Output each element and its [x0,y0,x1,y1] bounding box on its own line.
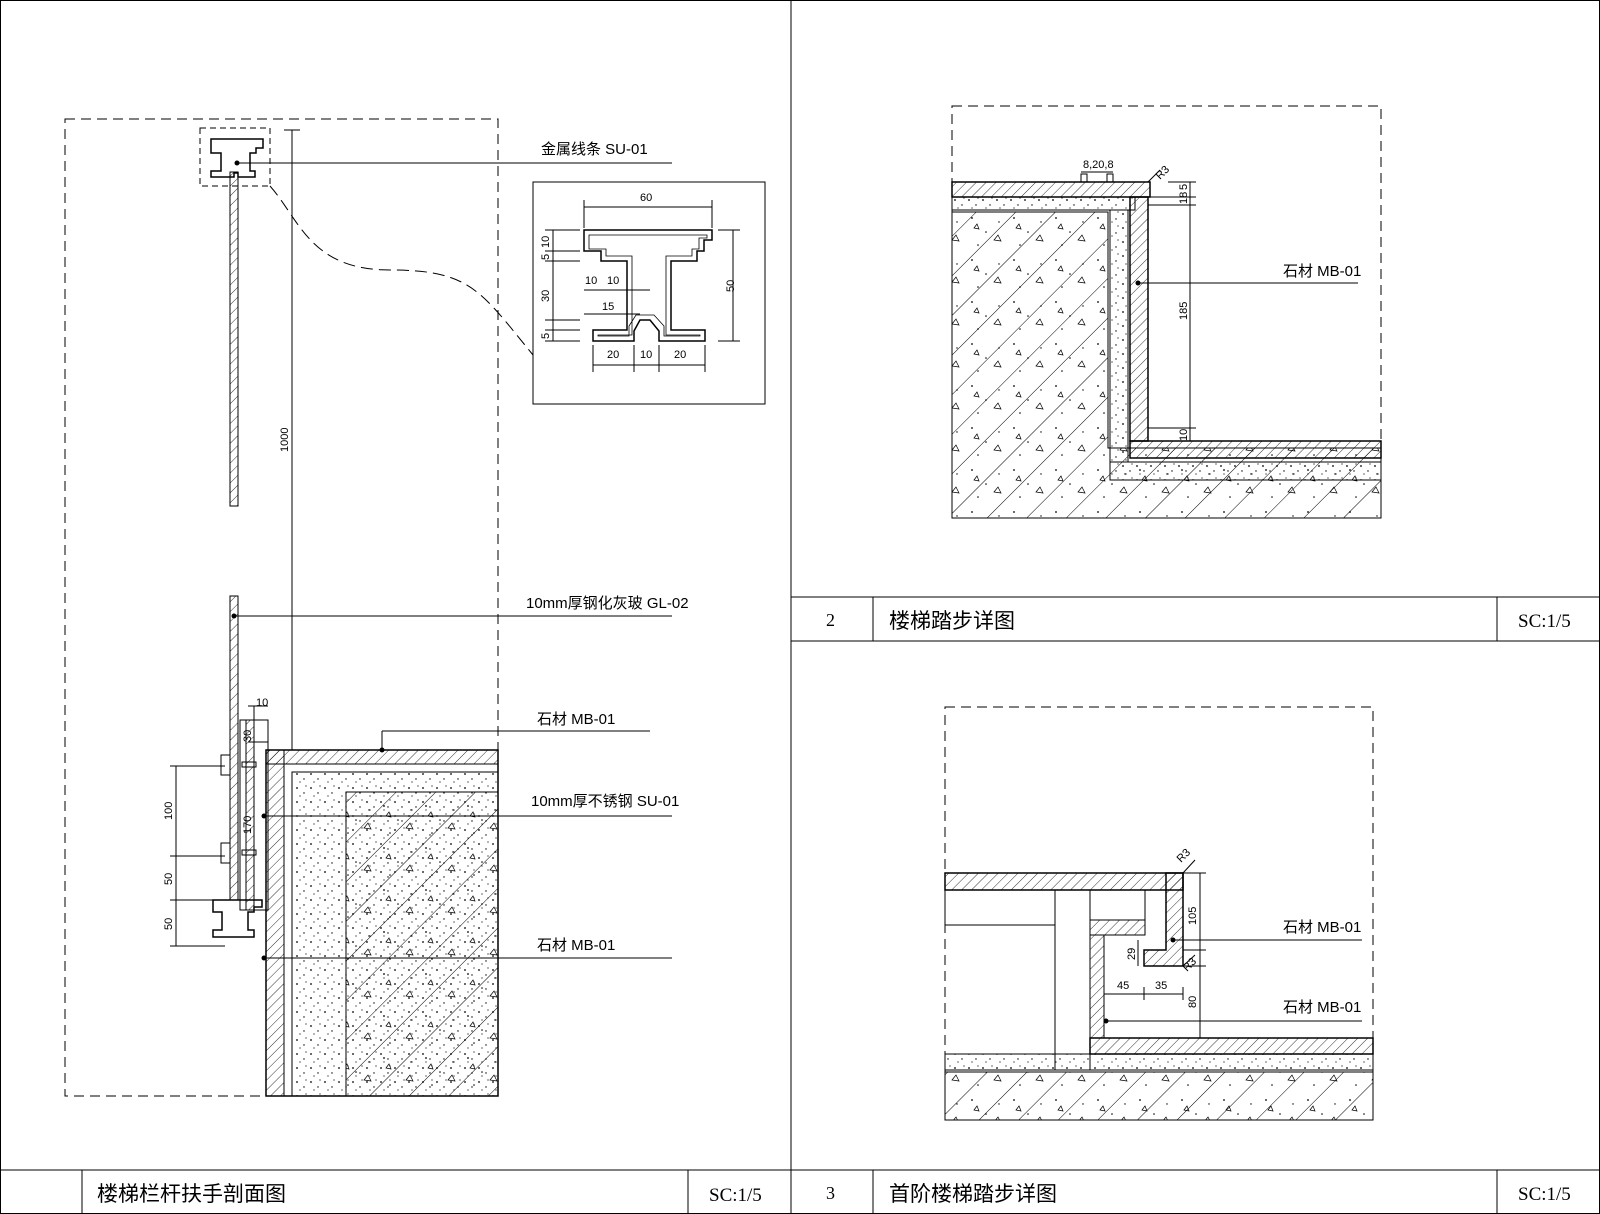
profile-dim-60: 60 [640,192,652,204]
panel-3-title: 首阶楼梯踏步详图 [889,1183,1057,1206]
profile-dim-10b: 10 [607,275,619,287]
p2-dim-r3: R3 [1154,164,1172,182]
profile-dim-10a: 10 [585,275,597,287]
profile-dim-20a: 20 [607,349,619,361]
dim-50b: 50 [163,918,175,930]
label-glass: 10mm厚钢化灰玻 GL-02 [526,595,689,612]
p3-label-stone-2: 石材 MB-01 [1283,999,1361,1016]
profile-dim-30: 30 [540,290,552,302]
profile-dim-15: 15 [602,301,614,313]
p3-dim-29: 29 [1126,948,1138,960]
profile-dim-10c: 10 [640,349,652,361]
p3-label-stone-1: 石材 MB-01 [1283,919,1361,936]
panel-3-dots [1103,937,1176,1024]
p3-dim-r3a: R3 [1175,847,1193,865]
panel-2-title: 楼梯踏步详图 [889,610,1015,633]
panel-2-dots [1135,280,1141,286]
p3-dim-105: 105 [1187,907,1199,925]
panel-1-scale: SC:1/5 [709,1185,762,1206]
p3-dim-35: 35 [1155,980,1167,992]
label-stainless: 10mm厚不锈钢 SU-01 [531,793,679,810]
p2-dim-18: 18 [1178,192,1190,204]
panel-2-drawing [951,105,1382,519]
dim-100: 100 [163,802,175,820]
profile-dim-5a: 5 [540,254,552,260]
panel-3-number: 3 [826,1183,835,1203]
p3-dim-80: 80 [1187,996,1199,1008]
panel-1-drawing [64,118,766,1097]
p2-dim-top: 8,20,8 [1083,159,1114,171]
panel-1-title: 楼梯栏杆扶手剖面图 [97,1183,286,1206]
label-stone-side: 石材 MB-01 [537,937,615,954]
panel-3-scale: SC:1/5 [1518,1184,1571,1205]
dim-10: 10 [256,697,268,709]
dim-30: 30 [242,730,254,742]
panel-1-labels: 金属线条 SU-01 10mm厚钢化灰玻 GL-02 石材 MB-01 10mm… [163,141,737,954]
profile-dim-50: 50 [725,280,737,292]
dim-1000: 1000 [279,428,291,452]
p3-dim-45: 45 [1117,980,1129,992]
panel-3-drawing [944,706,1374,1121]
label-stone-top: 石材 MB-01 [537,711,615,728]
label-metal-strip: 金属线条 SU-01 [541,141,648,158]
profile-dim-5b: 5 [540,333,552,339]
dim-170: 170 [242,816,254,834]
p2-dim-185: 185 [1178,302,1190,320]
p2-dim-5: 5 [1178,184,1190,190]
title-block-1: 楼梯栏杆扶手剖面图 SC:1/5 [81,1170,762,1214]
title-block-3: 3 首阶楼梯踏步详图 SC:1/5 [826,1170,1571,1214]
title-block-2: 2 楼梯踏步详图 SC:1/5 [826,597,1571,641]
p2-dim-10: 10 [1178,429,1190,441]
dim-50a: 50 [163,873,175,885]
profile-dim-20b: 20 [674,349,686,361]
p2-label-stone: 石材 MB-01 [1283,263,1361,280]
panel-1-dots [231,160,385,961]
panel-2-scale: SC:1/5 [1518,611,1571,632]
profile-dim-10: 10 [540,236,552,248]
panel-3-labels: 石材 MB-01 石材 MB-01 R3 R3 105 29 45 35 80 [1117,847,1361,1016]
panel-2-number: 2 [826,610,835,630]
